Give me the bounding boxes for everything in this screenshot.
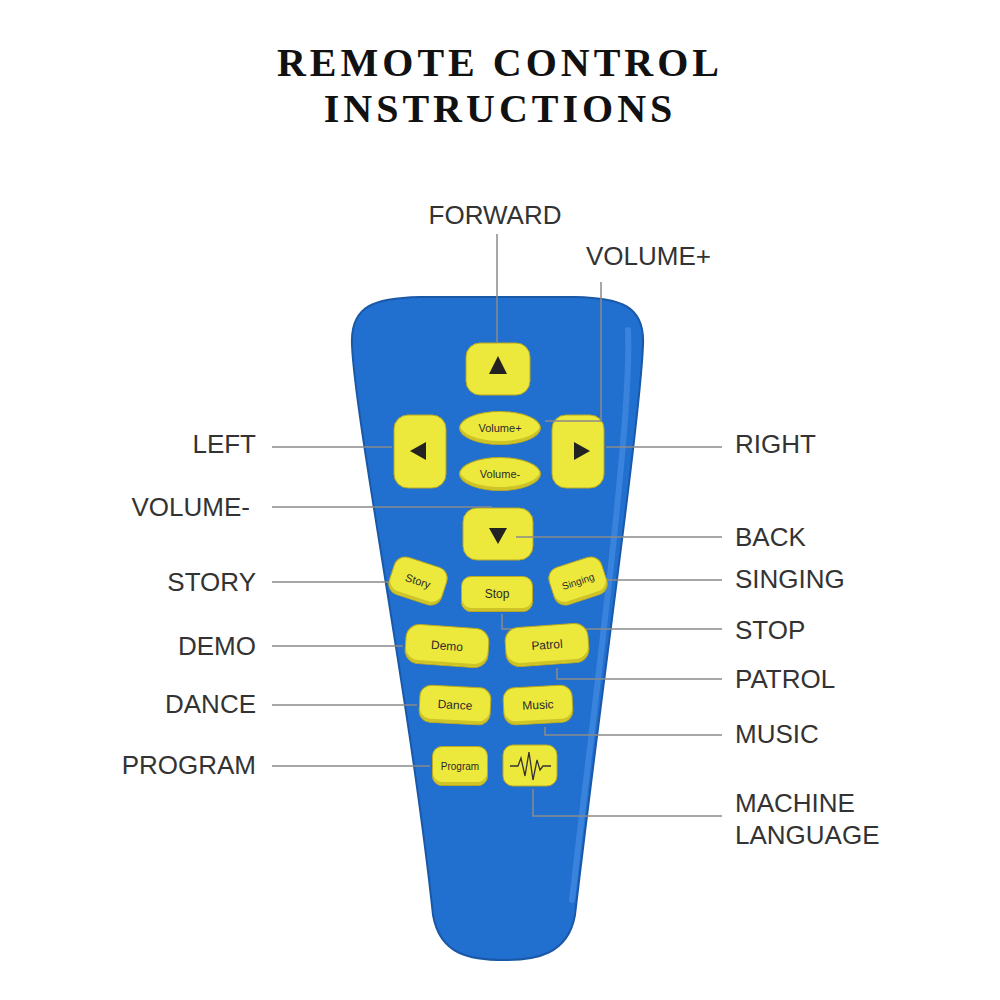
button-text: Singing bbox=[560, 571, 595, 592]
arrow-symbol bbox=[574, 442, 590, 460]
leader-line bbox=[272, 645, 403, 647]
button-label: MACHINE LANGUAGE bbox=[735, 787, 905, 851]
leader-line bbox=[545, 282, 601, 421]
remote-button: Dance bbox=[418, 684, 492, 726]
machine-language-key bbox=[503, 745, 557, 786]
remote-button: Stop bbox=[461, 576, 533, 612]
leader-lines bbox=[272, 234, 722, 816]
leader-line bbox=[604, 579, 722, 581]
arrow-key bbox=[552, 415, 604, 488]
waveform-icon bbox=[510, 752, 551, 780]
remote-button: Music bbox=[502, 684, 574, 726]
leader-line bbox=[516, 536, 722, 538]
leader-line bbox=[272, 704, 417, 706]
arrow-key-body bbox=[463, 508, 533, 560]
remote-button: Program bbox=[432, 746, 488, 786]
arrow-key bbox=[394, 415, 446, 488]
leader-line bbox=[272, 446, 392, 448]
button-label: SINGING bbox=[735, 563, 845, 595]
machine-language-button bbox=[503, 745, 557, 786]
remote-button: Volume+ bbox=[459, 411, 541, 445]
leader-line bbox=[557, 668, 722, 679]
leader-line bbox=[606, 446, 722, 448]
button-label: LEFT bbox=[192, 428, 256, 460]
button-text: Volume- bbox=[480, 468, 520, 480]
arrow-key-body bbox=[552, 415, 604, 488]
button-label: VOLUME+ bbox=[586, 240, 711, 272]
button-label: STORY bbox=[167, 566, 256, 598]
button-label: STOP bbox=[735, 614, 805, 646]
button-text: Dance bbox=[437, 697, 472, 713]
button-label: FORWARD bbox=[429, 199, 562, 231]
button-label: MUSIC bbox=[735, 718, 819, 750]
leader-line bbox=[533, 789, 722, 816]
remote-button: Demo bbox=[404, 623, 491, 669]
leader-line bbox=[272, 765, 430, 767]
remote-button: Volume- bbox=[459, 457, 541, 491]
button-label: DEMO bbox=[178, 630, 256, 662]
button-label: VOLUME- bbox=[132, 491, 250, 523]
arrow-key bbox=[466, 343, 530, 395]
arrow-symbol bbox=[489, 528, 507, 544]
button-text: Volume+ bbox=[478, 422, 521, 434]
leader-line bbox=[496, 234, 498, 342]
button-label: PATROL bbox=[735, 663, 835, 695]
button-text: Stop bbox=[485, 587, 510, 601]
leader-line bbox=[272, 506, 492, 508]
remote-button: Patrol bbox=[504, 622, 591, 668]
title: REMOTE CONTROL INSTRUCTIONS bbox=[220, 40, 780, 132]
leader-line bbox=[272, 581, 392, 583]
arrow-buttons bbox=[394, 343, 604, 560]
button-label: DANCE bbox=[165, 688, 256, 720]
arrow-key bbox=[463, 508, 533, 560]
button-text: Demo bbox=[431, 638, 464, 654]
arrow-symbol bbox=[489, 356, 507, 374]
button-text: Program bbox=[441, 761, 479, 772]
button-text: Music bbox=[522, 697, 554, 713]
button-label: RIGHT bbox=[735, 428, 816, 460]
button-text: Patrol bbox=[531, 637, 563, 653]
button-label: PROGRAM bbox=[122, 749, 256, 781]
leader-line bbox=[545, 727, 722, 735]
arrow-key-body bbox=[466, 343, 530, 395]
button-text: Story bbox=[404, 571, 432, 590]
button-label: BACK bbox=[735, 521, 806, 553]
arrow-key-body bbox=[394, 415, 446, 488]
arrow-symbol bbox=[410, 442, 426, 460]
